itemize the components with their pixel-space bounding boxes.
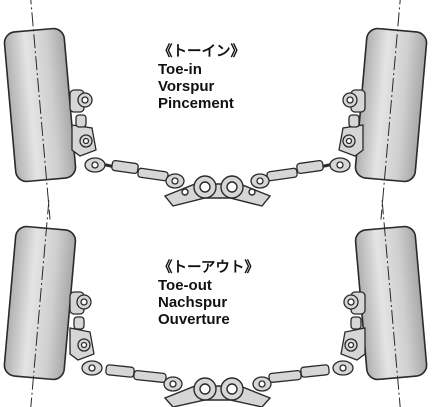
toe-in-label-jp: 《トーイン》	[158, 44, 245, 60]
toe-out-caption: 《トーアウト》 Toe-out Nachspur Ouverture	[158, 260, 259, 329]
toe-out-label-jp: 《トーアウト》	[158, 260, 259, 276]
toe-out-assembly	[3, 200, 428, 407]
toe-out-label-en: Toe-out	[158, 277, 212, 295]
toe-in-caption: 《トーイン》 Toe-in Vorspur Pincement	[158, 44, 245, 113]
toe-out-right-knuckle	[340, 291, 366, 361]
toe-in-left-knuckle	[69, 89, 97, 157]
toe-in-right-tie-rod	[250, 157, 351, 189]
toe-in-left-wheel	[3, 0, 77, 220]
toe-in-label-fr: Pincement	[158, 94, 234, 112]
toe-out-label-fr: Ouverture	[158, 310, 230, 328]
toe-in-label-en: Toe-in	[158, 61, 202, 79]
toe-out-left-tie-rod	[81, 360, 183, 392]
toe-in-assembly	[3, 0, 428, 220]
toe-out-left-knuckle	[69, 291, 95, 361]
toe-out-left-wheel	[3, 200, 77, 407]
toe-out-center-linkage	[163, 377, 272, 407]
toe-in-label-de: Vorspur	[158, 78, 215, 96]
toe-in-center-linkage	[163, 175, 272, 207]
toe-in-right-knuckle	[338, 89, 366, 157]
toe-out-label-de: Nachspur	[158, 294, 228, 312]
toe-in-left-tie-rod	[84, 157, 185, 189]
toe-out-right-tie-rod	[252, 360, 354, 392]
